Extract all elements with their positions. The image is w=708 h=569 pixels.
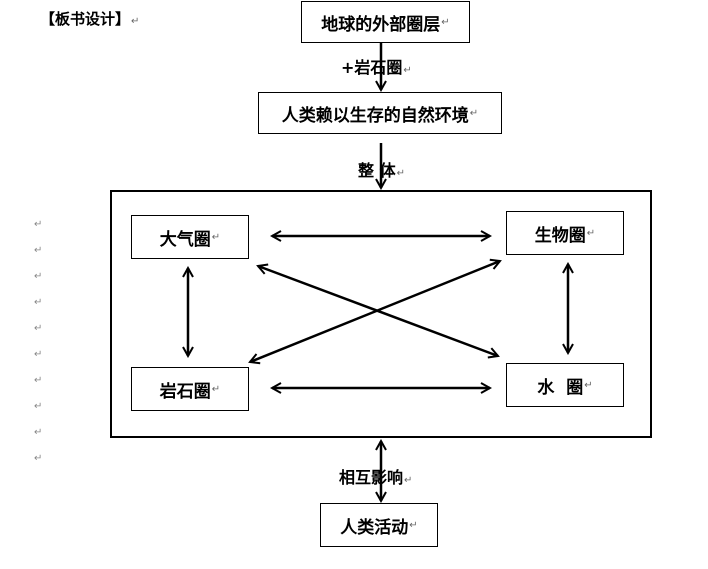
paragraph-mark: ↵: [34, 401, 43, 412]
paragraph-mark: ↵: [34, 349, 43, 360]
paragraph-mark: ↵: [34, 245, 43, 256]
paragraph-mark: ↵: [34, 453, 43, 464]
hydrosphere-box: 水 圈↵: [506, 363, 624, 407]
natural-environment-box: 人类赖以生存的自然环境↵: [258, 92, 502, 134]
biosphere-box: 生物圈↵: [506, 211, 624, 255]
add-lithosphere-label: +岩石圈↵: [341, 58, 412, 77]
margin-paragraph-marks: ↵ ↵ ↵ ↵ ↵ ↵ ↵ ↵ ↵ ↵: [34, 212, 48, 472]
arrow-litho-bio: [250, 261, 500, 362]
sphere-frame: [110, 190, 652, 438]
atmosphere-box: 大气圈↵: [131, 215, 249, 259]
outer-spheres-box: 地球的外部圈层↵: [301, 1, 470, 43]
lithosphere-box: 岩石圈↵: [131, 367, 249, 411]
mutual-influence-label: 相互影响↵: [339, 468, 413, 487]
paragraph-mark: ↵: [34, 427, 43, 438]
whole-label: 整 体↵: [358, 161, 405, 180]
human-activity-box: 人类活动↵: [320, 503, 438, 547]
paragraph-mark: ↵: [34, 219, 43, 230]
paragraph-mark: ↵: [34, 375, 43, 386]
paragraph-mark: ↵: [34, 271, 43, 282]
board-design-title: 【板书设计】↵: [40, 10, 140, 28]
paragraph-mark: ↵: [34, 323, 43, 334]
paragraph-mark: ↵: [34, 297, 43, 308]
